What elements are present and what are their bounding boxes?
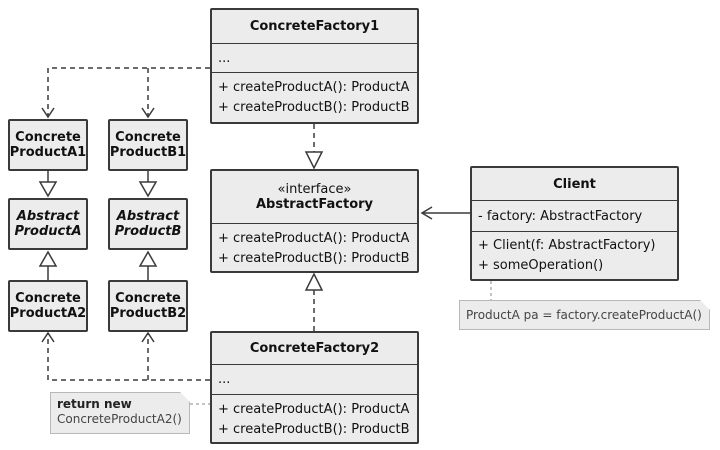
product-label-line1: Concrete: [115, 130, 181, 145]
triangle-af-bottom: [304, 272, 324, 291]
method: + Client(f: AbstractFactory): [478, 238, 656, 253]
fields-text: - factory: AbstractFactory: [478, 209, 643, 224]
method: + someOperation(): [478, 258, 604, 273]
interface-name: AbstractFactory: [255, 197, 374, 212]
method: + createProductB(): ProductB: [218, 100, 410, 115]
arrowhead-af-right: [420, 206, 433, 220]
dependency-cf1-to-a1: [47, 67, 210, 116]
class-name: Client: [553, 176, 596, 192]
class-header: Client: [472, 168, 677, 200]
methods-section: + createProductA(): ProductA + createPro…: [212, 72, 417, 118]
concrete-product-b2: Concrete ProductB2: [108, 280, 188, 332]
methods-section: + Client(f: AbstractFactory) + someOpera…: [472, 231, 677, 276]
methods-section: + createProductA(): ProductA + createPro…: [212, 223, 417, 269]
product-label-line1: Abstract: [116, 209, 180, 224]
factory2-code-note: return new ConcreteProductA2(): [50, 392, 190, 434]
method: + createProductB(): ProductB: [218, 422, 410, 437]
concrete-product-b1: Concrete ProductB1: [108, 119, 188, 171]
triangle-a2: [38, 250, 58, 267]
fields-text: ...: [218, 372, 231, 387]
interface-header: «interface» AbstractFactory: [212, 171, 417, 223]
product-label-line1: Concrete: [15, 291, 81, 306]
arrowhead-b1: [141, 107, 155, 119]
method: + createProductA(): ProductA: [218, 231, 410, 246]
abstract-product-a: Abstract ProductA: [8, 198, 88, 250]
concrete-product-a1: Concrete ProductA1: [8, 119, 88, 171]
product-label-line2: ProductA1: [9, 145, 87, 160]
product-label-line1: Abstract: [16, 209, 80, 224]
triangle-b1: [138, 181, 158, 198]
product-label-line1: Concrete: [15, 130, 81, 145]
note-text: ProductA pa = factory.createProductA(): [466, 308, 702, 322]
fields-section: - factory: AbstractFactory: [472, 200, 677, 231]
fields-section: ...: [212, 364, 417, 394]
triangle-af-top: [304, 151, 324, 170]
class-name: ConcreteFactory1: [249, 19, 380, 34]
fields-section: ...: [212, 43, 417, 72]
product-label-line2: ProductA2: [9, 306, 87, 321]
method: + createProductB(): ProductB: [218, 251, 410, 266]
methods-section: + createProductA(): ProductA + createPro…: [212, 394, 417, 440]
client-code-note: ProductA pa = factory.createProductA(): [459, 300, 710, 330]
abstract-factory-interface: «interface» AbstractFactory + createProd…: [210, 169, 419, 273]
product-label-line2: ProductB2: [109, 306, 187, 321]
concrete-factory2-class: ConcreteFactory2 ... + createProductA():…: [210, 331, 419, 444]
concrete-product-a2: Concrete ProductA2: [8, 280, 88, 332]
client-class: Client - factory: AbstractFactory + Clie…: [470, 166, 679, 281]
class-header: ConcreteFactory1: [212, 10, 417, 43]
arrowhead-b2: [141, 331, 155, 343]
class-header: ConcreteFactory2: [212, 333, 417, 364]
class-name: ConcreteFactory2: [249, 341, 380, 356]
product-label-line2: ProductB1: [109, 145, 187, 160]
product-label-line1: Concrete: [115, 291, 181, 306]
abstract-product-b: Abstract ProductB: [108, 198, 188, 250]
note-fold-icon: [180, 392, 190, 402]
note-keyword: return new: [57, 397, 132, 411]
arrowhead-a1: [41, 107, 55, 119]
method: + createProductA(): ProductA: [218, 80, 410, 95]
note-fold-icon: [700, 300, 710, 310]
product-label-line2: ProductB: [114, 224, 182, 239]
arrowhead-a2: [41, 331, 55, 343]
triangle-b2: [138, 250, 158, 267]
product-label-line2: ProductA: [14, 224, 82, 239]
stereotype-label: «interface»: [277, 182, 352, 197]
method: + createProductA(): ProductA: [218, 402, 410, 417]
dependency-cf2-to-a2: [47, 334, 210, 381]
note-text: ConcreteProductA2(): [57, 412, 182, 426]
fields-text: ...: [218, 51, 231, 66]
concrete-factory1-class: ConcreteFactory1 ... + createProductA():…: [210, 8, 419, 124]
triangle-a1: [38, 181, 58, 198]
